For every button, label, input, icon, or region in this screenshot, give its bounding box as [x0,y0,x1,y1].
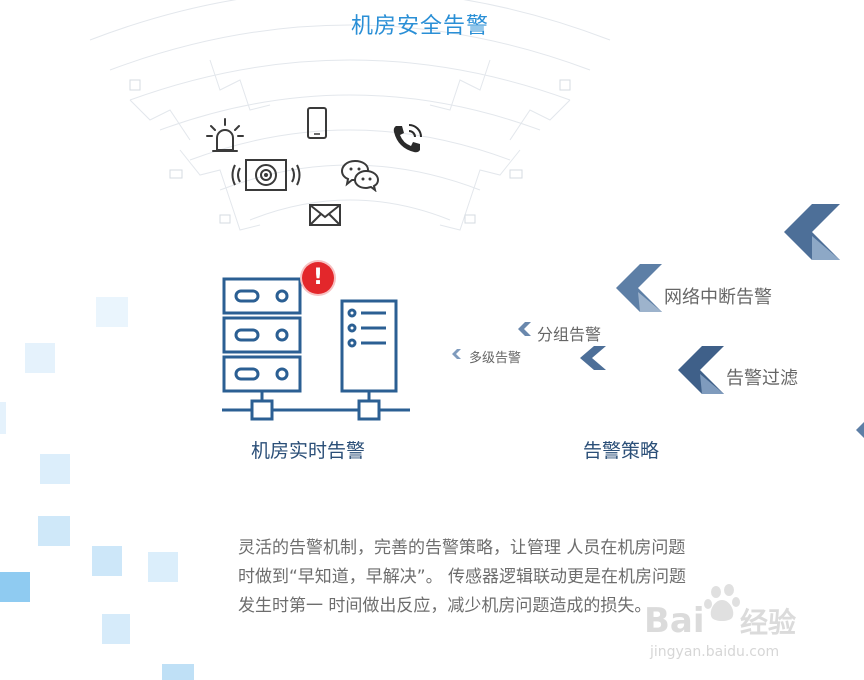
strategy-chevrons [452,204,864,438]
page-title: 机房安全告警 [350,14,489,39]
wechat-icon [340,159,380,192]
server-unit [222,277,302,315]
strategy-item-multilevel-alarm: 多级告警 [469,351,522,366]
chevron-left-icon [678,346,724,394]
envelope-icon [309,204,341,226]
strategy-item-group-alarm: 分组告警 [537,325,602,344]
baidu-watermark: Bai 经验 jingyan.baidu.com [644,584,796,660]
chevron-left-icon [856,422,864,438]
chevron-left-icon [580,346,606,370]
strategy-item-alarm-filter: 告警过滤 [726,368,798,389]
chevron-left-icon [616,264,662,312]
watermark-url: jingyan.baidu.com [649,644,779,660]
speaker-icon [231,159,301,191]
strategy-item-network-interrupt: 网络中断告警 [664,287,772,308]
mobile-phone-icon [307,107,327,139]
realtime-alert-caption: 机房实时告警 [251,440,366,462]
watermark-brand: Bai [644,601,705,641]
chevron-left-icon [784,204,840,260]
alert-badge: ! [302,262,334,294]
alarm-light-icon [206,118,244,152]
server-unit [222,316,302,354]
server-illustration [222,277,410,421]
chevron-left-icon [452,349,461,359]
description-text: 灵活的告警机制，完善的告警策略，让管理 人员在机房问题时做到“早知道，早解决”。… [238,538,687,616]
phone-call-icon [393,124,422,153]
strategy-caption: 告警策略 [583,440,660,462]
chevron-left-icon [518,322,531,336]
watermark-brand-cn: 经验 [740,606,796,639]
